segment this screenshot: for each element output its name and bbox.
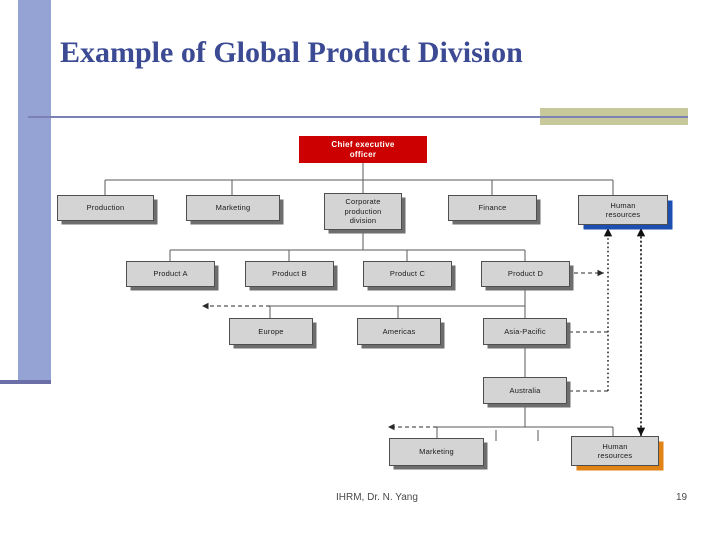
node-product-d[interactable]: Product D [481, 261, 570, 287]
left-accent-bar-foot [0, 380, 51, 384]
title-divider-rule [28, 116, 688, 118]
corpdiv-label-line3: division [349, 216, 377, 226]
node-label: Australia [509, 385, 541, 395]
node-label: Chief executive officer [329, 140, 396, 160]
node-product-c[interactable]: Product C [363, 261, 452, 287]
node-finance[interactable]: Finance [448, 195, 537, 221]
node-label: Product A [153, 269, 188, 279]
node-label: Product C [389, 269, 426, 279]
node-human-resources-bottom[interactable]: Human resources [571, 436, 659, 466]
node-label: Marketing [419, 447, 454, 457]
node-human-resources-top[interactable]: Human resources [578, 195, 668, 225]
node-label: Marketing [215, 203, 251, 213]
node-label: Finance [478, 203, 507, 213]
node-label: Europe [258, 326, 284, 336]
node-label: Human resources [596, 442, 635, 461]
node-label: Human resources [604, 201, 643, 220]
hrtop-label-line2: resources [605, 210, 641, 219]
node-chief-executive-officer[interactable]: Chief executive officer [299, 136, 427, 163]
node-australia[interactable]: Australia [483, 377, 567, 404]
node-product-b[interactable]: Product B [245, 261, 334, 287]
node-label: Production [86, 203, 125, 213]
node-label: Americas [382, 326, 416, 336]
node-marketing-bottom[interactable]: Marketing [389, 438, 484, 466]
node-asia-pacific[interactable]: Asia-Pacific [483, 318, 567, 345]
ceo-label-line1: Chief executive [331, 139, 395, 149]
hrbottom-label-line1: Human [602, 441, 628, 451]
footer-page-number: 19 [676, 492, 688, 503]
corpdiv-label-line2: production [344, 206, 382, 216]
ceo-label-line2: officer [349, 149, 377, 159]
footer-author: IHRM, Dr. N. Yang [336, 492, 418, 503]
left-accent-bar [18, 0, 51, 383]
node-americas[interactable]: Americas [357, 318, 441, 345]
node-marketing[interactable]: Marketing [186, 195, 280, 221]
node-label: Product B [272, 269, 307, 279]
page-title: Example of Global Product Division [60, 36, 523, 69]
node-label: Asia-Pacific [504, 326, 546, 336]
node-label: Product D [507, 269, 544, 279]
hrbottom-label-line2: resources [597, 451, 633, 460]
node-production[interactable]: Production [57, 195, 154, 221]
corpdiv-label-line1: Corporate [345, 197, 381, 207]
node-corporate-production-division[interactable]: Corporate production division [324, 193, 402, 230]
node-product-a[interactable]: Product A [126, 261, 215, 287]
node-europe[interactable]: Europe [229, 318, 313, 345]
hrtop-label-line1: Human [610, 200, 636, 210]
node-label: Corporate production division [342, 197, 383, 225]
